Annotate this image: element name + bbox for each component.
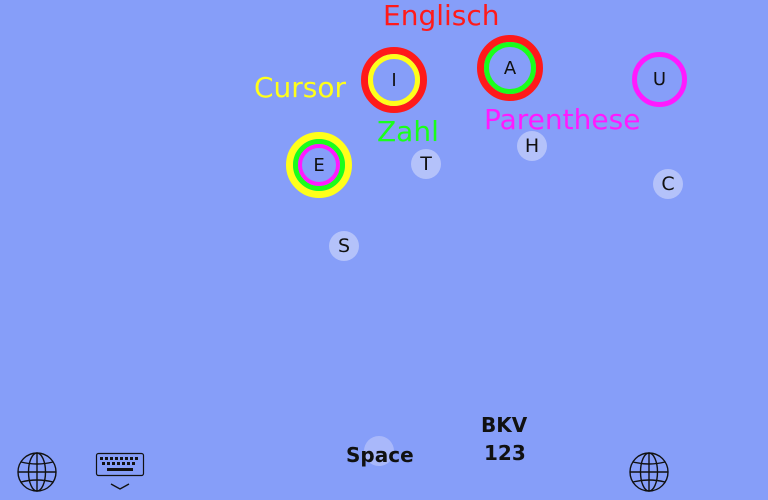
key-e[interactable]: E <box>286 132 352 198</box>
key-a[interactable]: A <box>477 35 543 101</box>
key-t-label: T <box>420 153 432 175</box>
key-i[interactable]: I <box>361 47 427 113</box>
key-u-label: U <box>652 69 667 90</box>
bkv-key-label[interactable]: BKV <box>481 413 528 437</box>
mode-label-cursor: Cursor <box>254 71 347 104</box>
key-a-label: A <box>503 57 517 79</box>
key-i-label: I <box>391 69 397 91</box>
key-c[interactable]: C <box>653 169 683 199</box>
keyboard-dismiss-icon[interactable] <box>95 452 145 498</box>
globe-icon[interactable] <box>16 451 58 497</box>
key-u[interactable]: U <box>632 52 687 107</box>
space-key-dot[interactable] <box>364 436 394 466</box>
key-s-label: S <box>337 235 351 257</box>
globe-icon[interactable] <box>628 451 670 497</box>
key-e-label: E <box>313 154 325 176</box>
key-h-label: H <box>524 135 540 157</box>
key-t[interactable]: T <box>411 149 441 179</box>
mode-label-parenthese: Parenthese <box>484 103 641 136</box>
key-s[interactable]: S <box>329 231 359 261</box>
space-key-label[interactable]: Space <box>346 443 414 467</box>
key-h[interactable]: H <box>517 131 547 161</box>
mode-label-englisch: Englisch <box>383 0 500 32</box>
number-mode-key-label[interactable]: 123 <box>484 441 526 465</box>
key-c-label: C <box>661 173 675 195</box>
mode-label-zahl: Zahl <box>377 115 439 148</box>
